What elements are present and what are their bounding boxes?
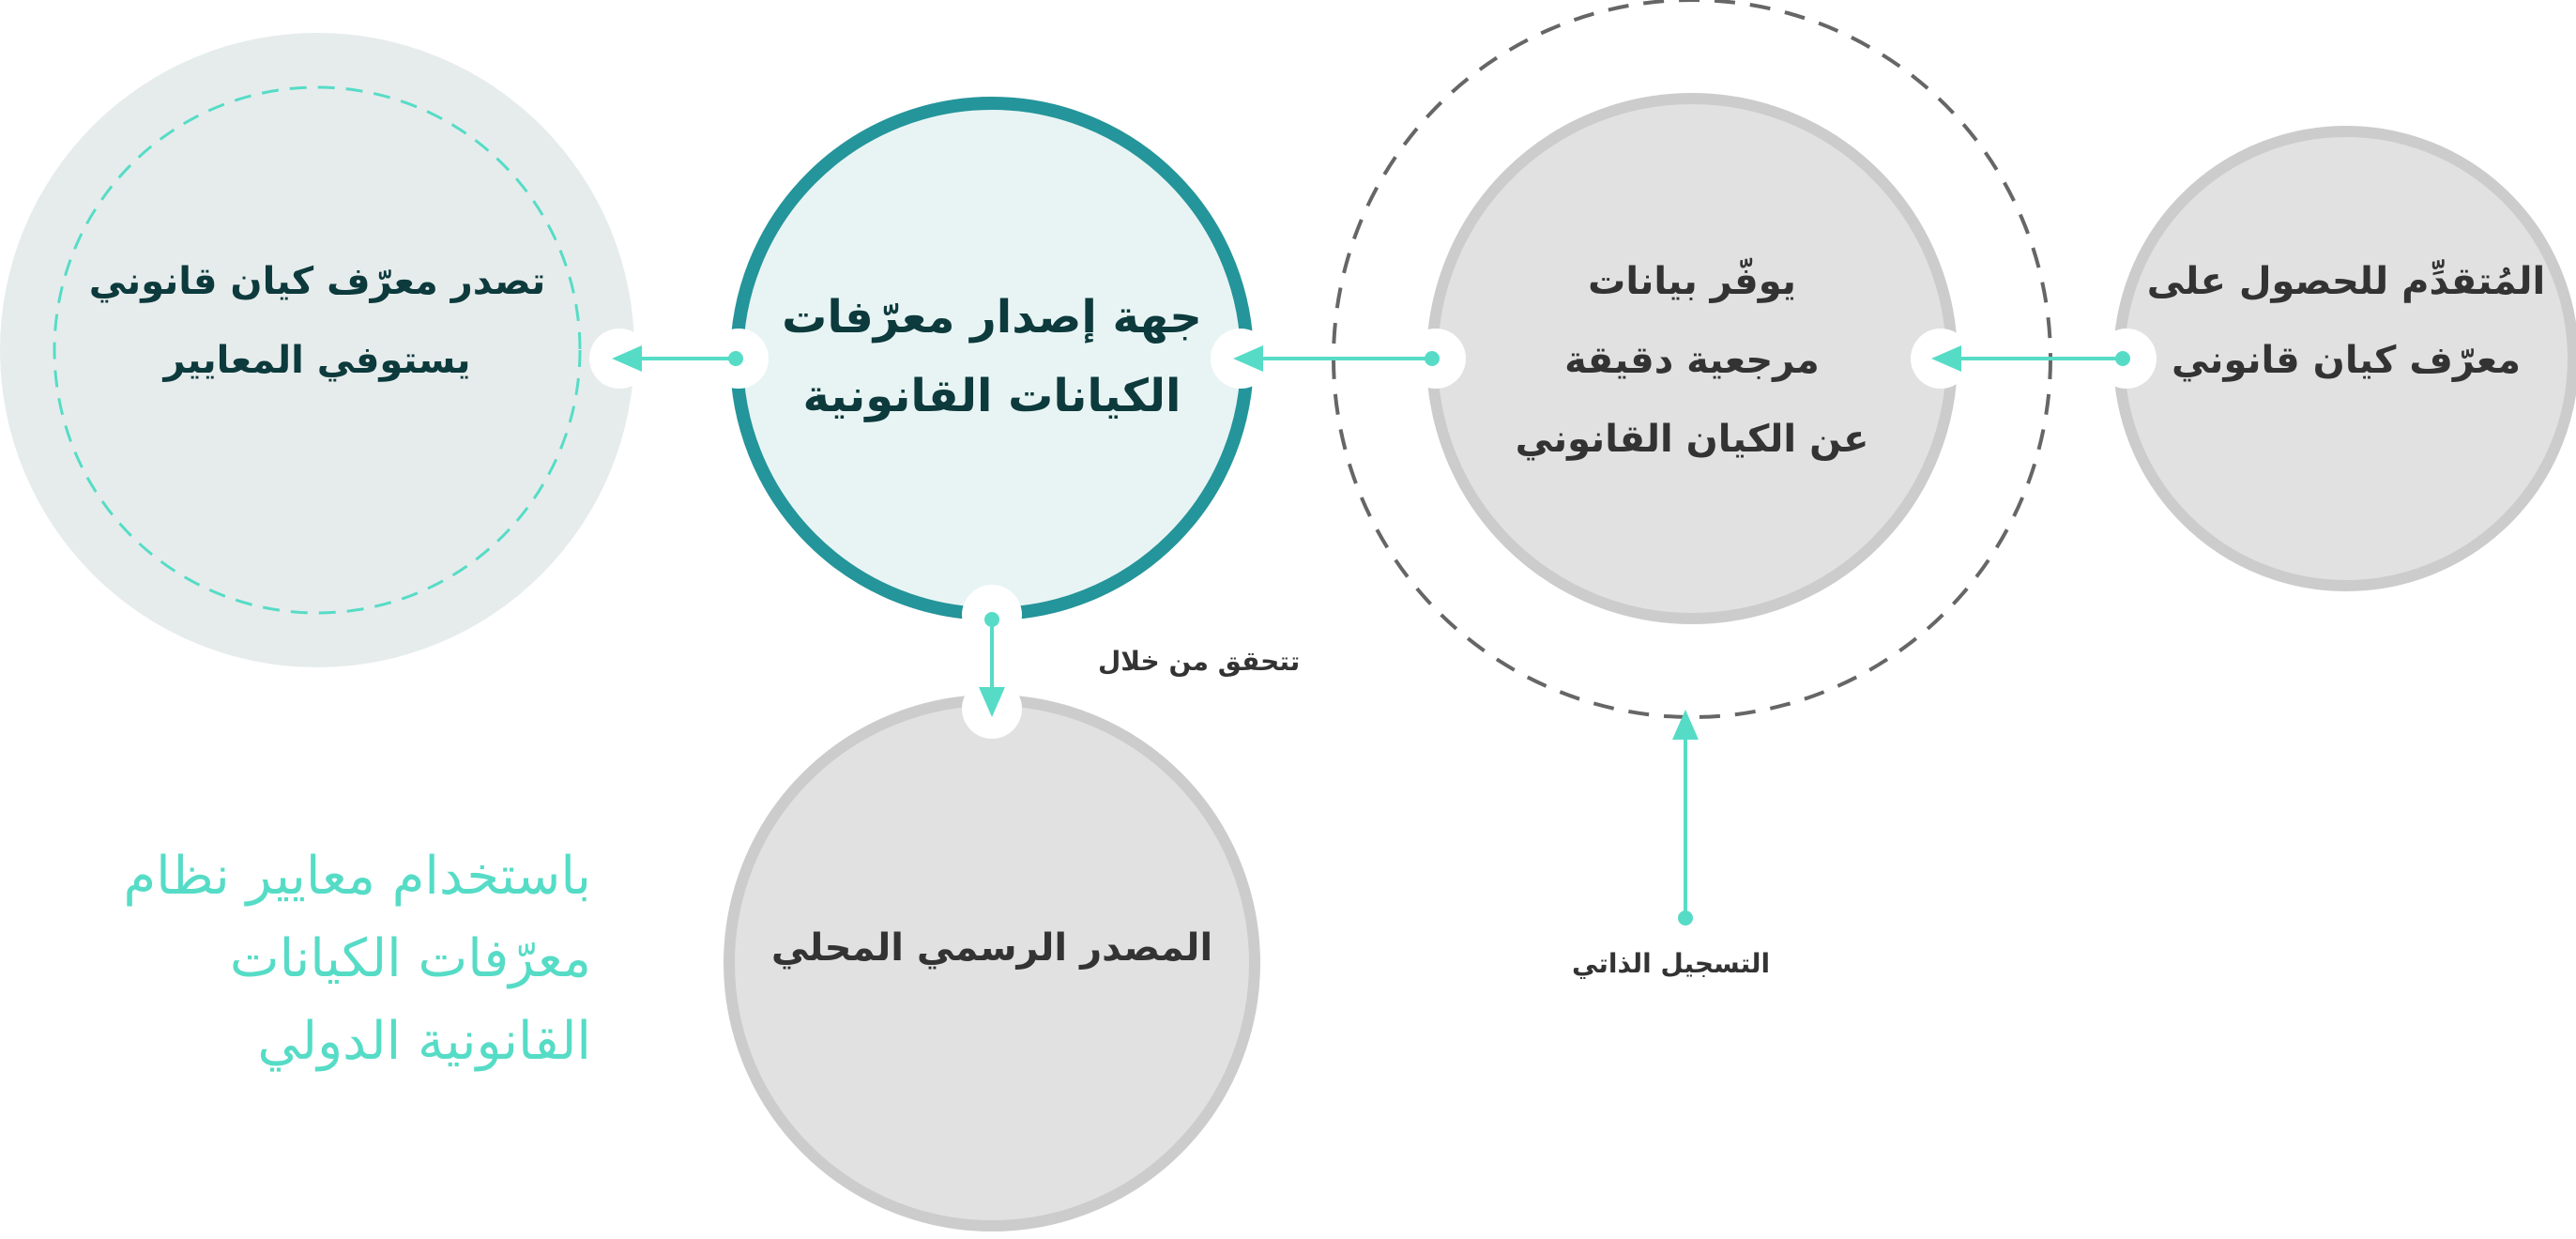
note-line: القانونية الدولي [257,1011,591,1072]
arrow-self-registration [1672,710,1699,925]
arrow-lou-to-issued [612,345,743,372]
lou-line: جهة إصدار معرّفات [782,291,1202,344]
issued-line: يستوفي المعايير [163,339,471,382]
lou-label: جهة إصدار معرّفات الكيانات القانونية [737,278,1247,436]
agent-line: مرجعية دقيقة [1564,339,1820,382]
agent-line: عن الكيان القانوني [1515,418,1869,461]
verify-via-label: تتحقق من خلال [1098,646,1301,677]
note-line: معرّفات الكيانات [229,928,591,989]
note-line: باستخدام معايير نظام [123,846,591,907]
agent-line: يوفّر بيانات [1588,260,1796,303]
applicant-line: المُتقدِّم للحصول على [2146,260,2546,303]
applicant-label: المُتقدِّم للحصول على معرّف كيان قانوني [2119,242,2573,400]
applicant-line: معرّف كيان قانوني [2171,339,2522,382]
arrow-applicant-to-agent [1931,345,2130,372]
issued-line: تصدر معرّف كيان قانوني [88,260,546,303]
lou-line: الكيانات القانونية [802,370,1181,422]
issued-circle [0,33,634,667]
arrow-agent-to-lou [1233,345,1440,372]
self-registration-label: التسجيل الذاتي [1572,948,1771,979]
arrow-lou-to-local-source [979,612,1005,717]
standards-note: باستخدام معايير نظام معرّفات الكيانات ال… [123,835,591,1083]
registration-agent-label: يوفّر بيانات مرجعية دقيقة عن الكيان القا… [1432,242,1952,479]
local-source-line: المصدر الرسمي المحلي [770,926,1213,970]
issued-label: تصدر معرّف كيان قانوني يستوفي المعايير [0,242,634,400]
issued-inner-dashed-ring [53,85,582,615]
local-source-label: المصدر الرسمي المحلي [729,909,1255,987]
